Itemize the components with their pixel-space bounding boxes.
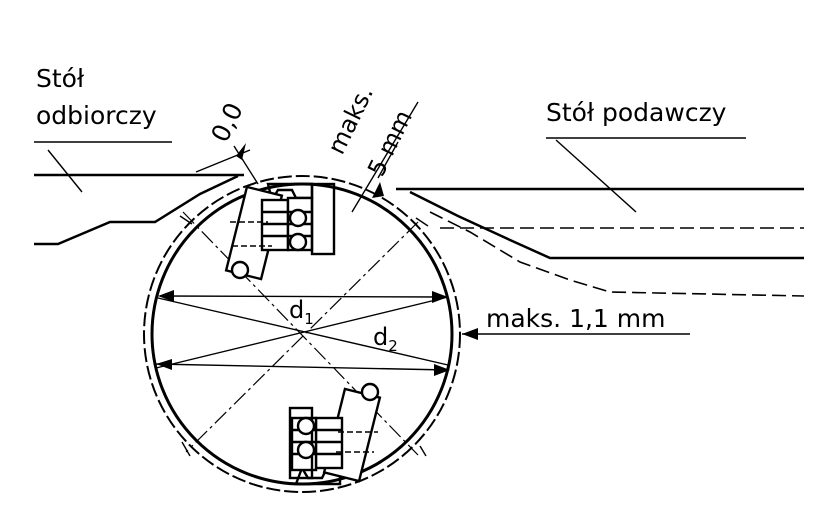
knife-projection-arrowhead xyxy=(372,182,384,198)
d2-label: d2 xyxy=(373,323,398,355)
upper-knife-assembly xyxy=(224,182,336,281)
knife-projection-dimension xyxy=(351,101,419,213)
max-protrusion-label: maks. 1,1 mm xyxy=(486,304,665,333)
outfeed-table-leader xyxy=(47,149,83,193)
infeed-table-label: Stół podawczy xyxy=(546,98,727,127)
outfeed-table-label-line2: odbiorczy xyxy=(36,101,157,130)
circle-tick-marks xyxy=(179,215,429,457)
infeed-table-leader xyxy=(555,139,637,213)
dimension-lines xyxy=(154,295,449,371)
cutting-circle-outer xyxy=(143,175,461,493)
d1-label: d1 xyxy=(289,296,314,328)
dimension-arrowheads xyxy=(156,290,450,376)
outfeed-table-label-line1: Stół xyxy=(36,64,85,93)
protrusion-arrowhead xyxy=(462,328,478,340)
infeed-table xyxy=(396,187,805,297)
lower-knife-assembly xyxy=(288,382,382,486)
gap-arrowhead xyxy=(236,143,246,160)
